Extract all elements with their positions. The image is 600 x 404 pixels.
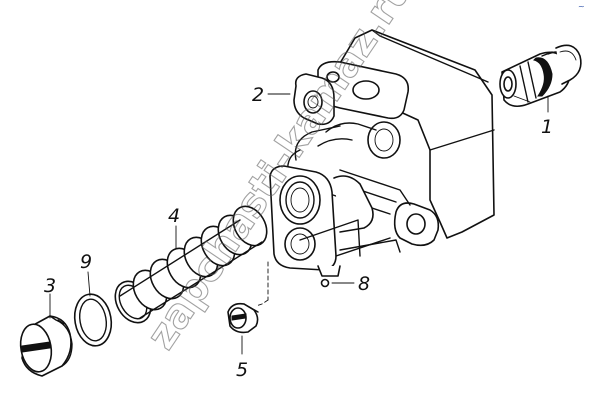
- watermark: zapchasti-kamaz.ru: [138, 0, 422, 358]
- part-4-spring: [114, 205, 268, 324]
- callout-8: 8: [358, 273, 370, 295]
- part-8-ball: [320, 278, 330, 288]
- part-9-o-ring: [73, 293, 113, 347]
- part-2-valve-body: [269, 29, 495, 277]
- callout-2: 2: [252, 84, 264, 106]
- callout-3: 3: [44, 275, 56, 297]
- part-5-small-plug: [227, 302, 259, 334]
- callout-9: 9: [80, 251, 92, 273]
- callout-1: 1: [541, 116, 553, 138]
- assembly-lines: [255, 261, 269, 307]
- part-3-plug-cap: [19, 315, 73, 377]
- part-1-valve-insert: [499, 44, 582, 108]
- leader-lines: [49, 93, 549, 355]
- callout-5: 5: [236, 359, 248, 381]
- corner-mark: ~: [578, 2, 585, 11]
- callout-4: 4: [168, 205, 180, 227]
